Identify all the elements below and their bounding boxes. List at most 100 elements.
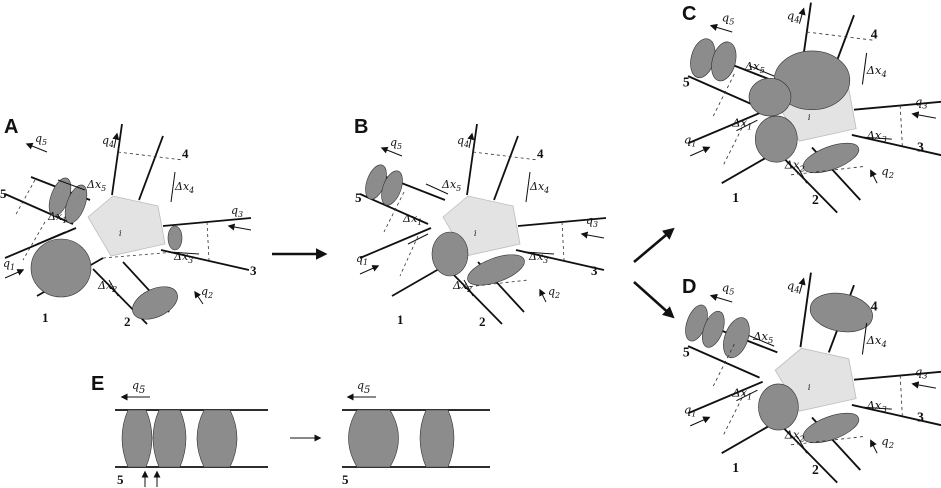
panel-e-link-number-right: 5	[342, 472, 349, 487]
vehicle-link2-c	[802, 142, 860, 174]
svg-text:q2: q2	[548, 285, 560, 300]
svg-text:q3: q3	[586, 214, 598, 229]
dx3-label: Δx3	[866, 128, 887, 144]
panel-e-link-number-left: 5	[117, 472, 124, 487]
dx5-label: Δx5	[86, 178, 106, 193]
q1-label: q1	[684, 132, 697, 148]
link-number-5: 5	[683, 75, 690, 90]
svg-text:q5: q5	[357, 379, 370, 396]
svg-text:q2: q2	[881, 434, 894, 450]
vehicle-e-left-3	[196, 409, 238, 468]
link-number-1: 1	[42, 310, 49, 325]
link-number-1: 1	[732, 190, 739, 205]
panel-c-label: C	[682, 3, 696, 25]
q5-label: q5	[390, 136, 402, 151]
svg-text:Δx1: Δx1	[402, 212, 422, 227]
q5-label: q5	[722, 11, 735, 27]
vehicle-link5-d3	[723, 317, 750, 359]
vehicle-link5-b2	[381, 170, 403, 206]
link-number-5: 5	[355, 190, 362, 205]
node-label: i	[119, 229, 122, 238]
node-label: i	[808, 382, 811, 392]
q2-label: q2	[548, 285, 560, 300]
svg-text:Δx5: Δx5	[86, 178, 106, 193]
svg-text:q3: q3	[231, 204, 243, 219]
dx5-bound	[14, 179, 36, 217]
q4-label: q4	[787, 278, 800, 294]
panel-a: A i 5 1 2 3	[0, 116, 257, 329]
dx2-label: Δx2	[784, 158, 805, 174]
svg-text:q5: q5	[722, 11, 735, 27]
link-number-4: 4	[182, 146, 189, 161]
svg-text:Δx1: Δx1	[731, 386, 752, 402]
link-number-4: 4	[871, 298, 878, 313]
dx3-bound	[206, 221, 210, 261]
q3-label: q3	[231, 204, 243, 219]
vehicle-link4-d	[809, 292, 873, 333]
link-number-2: 2	[812, 462, 819, 477]
svg-text:q4: q4	[787, 8, 800, 24]
dx3-label: Δx3	[528, 250, 548, 265]
dx2-bound	[102, 251, 176, 259]
panel-e: E q5 5 q5 5	[91, 373, 490, 487]
panel-d-label: D	[682, 276, 696, 298]
svg-text:Δx5: Δx5	[441, 178, 461, 193]
vehicle-link5-c-queue	[748, 77, 792, 117]
q5-label: q5	[722, 281, 735, 297]
transition-arrow-b-to-c	[633, 227, 675, 263]
link-number-2: 2	[124, 314, 131, 329]
panel-c: C i 5 1 2 3 4 Δx5 Δx1	[682, 1, 941, 214]
q5-arrow	[25, 142, 48, 153]
vehicle-link1-d	[758, 383, 799, 431]
link-number-4: 4	[537, 146, 544, 161]
q5-label: q5	[35, 132, 47, 147]
dx2-label: Δx2	[97, 279, 117, 294]
svg-text:q5: q5	[132, 379, 145, 396]
svg-text:q2: q2	[881, 164, 894, 180]
q2-label: q2	[201, 285, 213, 300]
vehicle-link2-d	[802, 412, 860, 444]
svg-text:q5: q5	[390, 136, 402, 151]
panel-b: B i 5 1 2 3 4 Δx5 Δx1 Δx2 Δx3	[354, 116, 607, 329]
dx1-label: Δx1	[47, 210, 67, 225]
svg-text:Δx2: Δx2	[452, 279, 472, 294]
vehicle-link2-a	[132, 286, 178, 320]
q4-label: q4	[787, 8, 800, 24]
q1-arrow	[4, 269, 25, 279]
dx1-label: Δx1	[731, 386, 752, 402]
vehicle-link2-b	[467, 254, 525, 286]
link-number-3: 3	[591, 263, 598, 278]
svg-text:Δx4: Δx4	[174, 180, 194, 195]
link-number-2: 2	[479, 314, 486, 329]
panel-e-q5-left: q5	[132, 379, 145, 396]
link-number-5: 5	[0, 186, 7, 201]
svg-text:q1: q1	[684, 402, 697, 418]
link-number-1: 1	[397, 312, 404, 327]
svg-text:q1: q1	[3, 257, 15, 272]
link-number-2: 2	[812, 192, 819, 207]
svg-text:q5: q5	[35, 132, 47, 147]
q4-label: q4	[457, 134, 469, 149]
q2-label: q2	[881, 164, 894, 180]
svg-text:q4: q4	[457, 134, 469, 149]
q1-label: q1	[356, 252, 368, 267]
svg-text:Δx1: Δx1	[731, 116, 752, 132]
vehicle-link3-a	[167, 225, 183, 251]
dx4-label: Δx4	[866, 333, 887, 349]
svg-text:Δx5: Δx5	[744, 59, 765, 75]
svg-text:Δx3: Δx3	[173, 250, 193, 265]
svg-text:q4: q4	[102, 134, 114, 149]
q3-label: q3	[915, 365, 928, 381]
panel-b-label: B	[354, 116, 368, 138]
svg-text:q5: q5	[722, 281, 735, 297]
node-label: i	[808, 112, 811, 122]
q1-label: q1	[3, 257, 15, 272]
panel-e-label: E	[91, 373, 104, 395]
q3-arrow	[227, 223, 252, 231]
q4-label: q4	[102, 134, 114, 149]
dx5-label: Δx5	[441, 178, 461, 193]
link-number-3: 3	[917, 410, 924, 425]
svg-text:Δx4: Δx4	[866, 333, 887, 349]
vehicle-link1-a	[30, 238, 92, 298]
